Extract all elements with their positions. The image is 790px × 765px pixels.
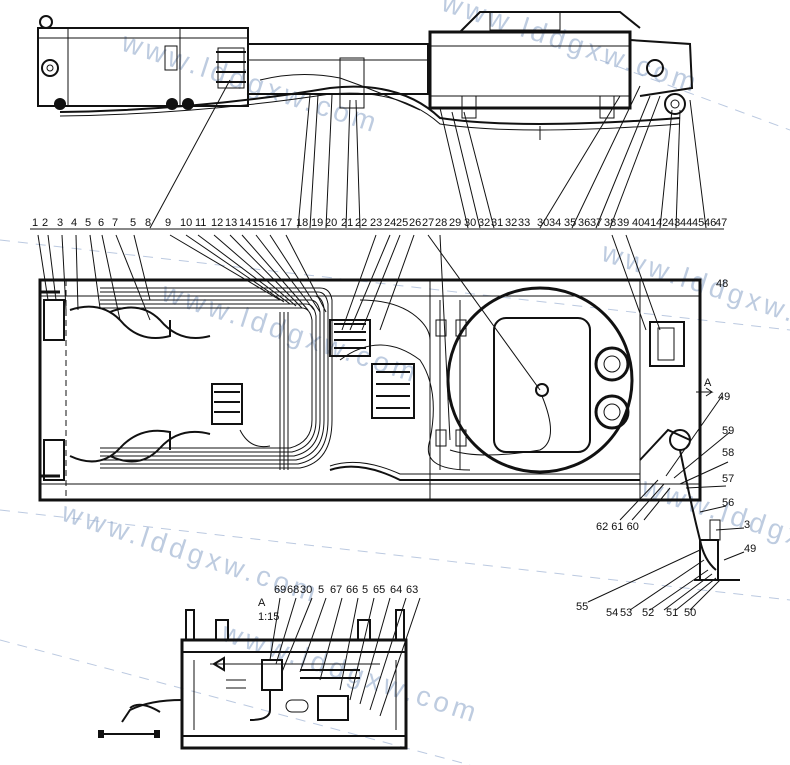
callout-25: 25 bbox=[396, 217, 408, 229]
callout-55: 55 bbox=[576, 601, 588, 613]
callout-9: 9 bbox=[165, 217, 171, 229]
callout-45: 45 bbox=[692, 217, 704, 229]
view-marker-a: A bbox=[704, 377, 712, 389]
leader-lines-plan bbox=[37, 234, 661, 441]
callout-17: 17 bbox=[280, 217, 292, 229]
callout-38: 38 bbox=[604, 217, 616, 229]
callout-19: 19 bbox=[311, 217, 323, 229]
callout-37: 37 bbox=[590, 217, 602, 229]
callout-30c: 30 bbox=[300, 584, 312, 596]
callout-40: 40 bbox=[632, 217, 644, 229]
callout-7: 7 bbox=[112, 217, 118, 229]
callout-31: 31 bbox=[491, 217, 503, 229]
callout-36: 36 bbox=[578, 217, 590, 229]
callout-24: 24 bbox=[384, 217, 396, 229]
callout-44: 44 bbox=[680, 217, 692, 229]
callout-30b: 30 bbox=[537, 217, 549, 229]
callout-48: 48 bbox=[716, 278, 728, 290]
plan-view bbox=[38, 278, 714, 502]
callout-15: 15 bbox=[252, 217, 264, 229]
detail-a-scale: 1:15 bbox=[258, 611, 279, 623]
callout-27: 27 bbox=[422, 217, 434, 229]
callout-47: 47 bbox=[715, 217, 727, 229]
callout-64: 64 bbox=[390, 584, 402, 596]
callout-5d: 5 bbox=[362, 584, 368, 596]
callout-2: 2 bbox=[42, 217, 48, 229]
callout-11: 11 bbox=[195, 217, 206, 229]
callout-65: 65 bbox=[373, 584, 385, 596]
callout-23: 23 bbox=[370, 217, 382, 229]
callout-42: 42 bbox=[656, 217, 668, 229]
callout-67: 67 bbox=[330, 584, 342, 596]
callout-46: 46 bbox=[704, 217, 716, 229]
callout-57: 57 bbox=[722, 473, 734, 485]
leader-lines-top bbox=[149, 79, 707, 229]
callout-20: 20 bbox=[325, 217, 337, 229]
callout-12: 12 bbox=[211, 217, 223, 229]
callout-10: 10 bbox=[180, 217, 192, 229]
callout-5: 5 bbox=[85, 217, 91, 229]
detail-right bbox=[587, 395, 745, 611]
detail-a-title: A bbox=[258, 597, 266, 609]
callout-5b: 5 bbox=[130, 217, 136, 229]
callout-63: 63 bbox=[406, 584, 418, 596]
callout-56: 56 bbox=[722, 497, 734, 509]
callout-28: 28 bbox=[435, 217, 447, 229]
callout-68: 68 bbox=[287, 584, 299, 596]
callout-49: 49 bbox=[718, 391, 730, 403]
detail-view-a bbox=[98, 597, 421, 750]
callout-32b: 32 bbox=[505, 217, 517, 229]
callout-22: 22 bbox=[355, 217, 367, 229]
callout-58: 58 bbox=[722, 447, 734, 459]
callout-1: 1 bbox=[32, 217, 38, 229]
callout-41: 41 bbox=[644, 217, 656, 229]
callout-33: 33 bbox=[518, 217, 530, 229]
callout-26: 26 bbox=[409, 217, 421, 229]
callout-66: 66 bbox=[346, 584, 358, 596]
callout-16: 16 bbox=[265, 217, 277, 229]
callout-49b: 49 bbox=[744, 543, 756, 555]
callout-34: 34 bbox=[549, 217, 561, 229]
callout-35: 35 bbox=[564, 217, 576, 229]
callout-14: 14 bbox=[239, 217, 251, 229]
callout-39: 39 bbox=[617, 217, 629, 229]
callout-18: 18 bbox=[296, 217, 308, 229]
callout-3b: 3 bbox=[744, 519, 750, 531]
callout-4: 4 bbox=[71, 217, 77, 229]
callout-53: 53 bbox=[620, 607, 632, 619]
callout-43: 43 bbox=[668, 217, 680, 229]
callout-59: 59 bbox=[722, 425, 734, 437]
callout-62-61-60: 62 61 60 bbox=[596, 521, 639, 533]
callout-13: 13 bbox=[225, 217, 237, 229]
callout-30: 30 bbox=[464, 217, 476, 229]
callout-6: 6 bbox=[98, 217, 104, 229]
callout-50: 50 bbox=[684, 607, 696, 619]
callout-3: 3 bbox=[57, 217, 63, 229]
side-view bbox=[37, 11, 694, 140]
callout-5c: 5 bbox=[318, 584, 324, 596]
callout-69: 69 bbox=[274, 584, 286, 596]
callout-52: 52 bbox=[642, 607, 654, 619]
callout-54: 54 bbox=[606, 607, 618, 619]
callout-51: 51 bbox=[666, 607, 678, 619]
callout-21: 21 bbox=[341, 217, 353, 229]
callout-32: 32 bbox=[478, 217, 490, 229]
callout-29: 29 bbox=[449, 217, 461, 229]
callout-8: 8 bbox=[145, 217, 151, 229]
